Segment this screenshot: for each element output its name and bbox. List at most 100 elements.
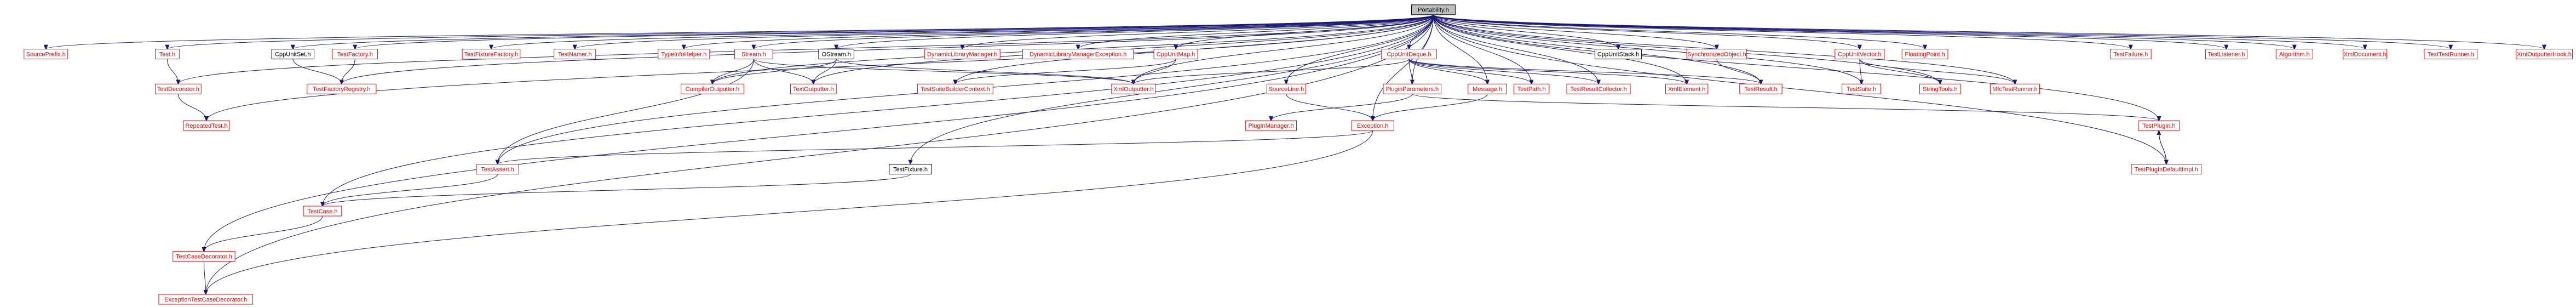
node-box: [1411, 4, 1456, 15]
node-label: TestFixture.h: [893, 167, 928, 173]
node-testassert[interactable]: TestAssert.h: [476, 164, 519, 175]
edge-ostream-to-xmloutputter: [836, 59, 1136, 86]
node-testsuitebuildercontext[interactable]: TestSuiteBuilderContext.h: [917, 83, 993, 94]
node-xmldocument[interactable]: XmlDocument.h: [2343, 49, 2388, 60]
node-label: CppUnitStack.h: [1597, 52, 1639, 58]
node-cppunitvector[interactable]: CppUnitVector.h: [1835, 49, 1885, 60]
node-label: CppUnitDeque.h: [1387, 52, 1431, 58]
edge-portability-to-testplugindefaultimpl: [1433, 14, 2169, 166]
node-testfactoryregistry[interactable]: TestFactoryRegistry.h: [307, 83, 377, 94]
node-stream[interactable]: Stream.h: [734, 49, 773, 60]
node-label: MfcTestRunner.h: [1992, 86, 2038, 93]
edge-testplugindefaultimpl-to-testplugin: [2157, 129, 2167, 164]
node-exception[interactable]: Exception.h: [1351, 120, 1394, 131]
edge-portability-to-testdecorator: [176, 14, 1434, 86]
node-xmlelement[interactable]: XmlElement.h: [1665, 83, 1709, 94]
node-label: TestFailure.h: [2113, 52, 2148, 58]
node-box: [1901, 49, 1948, 60]
node-box: [307, 83, 377, 94]
edge-exception-to-exceptiontestcasedecorator: [203, 130, 1373, 295]
edge-portability-to-testfixturefactory: [489, 14, 1434, 50]
node-box: [917, 83, 993, 94]
node-testlistener[interactable]: TestListener.h: [2205, 49, 2247, 60]
node-xmloutputter[interactable]: XmlOutputter.h: [1111, 83, 1156, 94]
node-label: TestPath.h: [1517, 86, 1546, 93]
edge-message-to-exception: [1370, 94, 1488, 122]
edge-portability-to-testcase: [320, 14, 1434, 207]
node-algorithm[interactable]: Algorithm.h: [2275, 49, 2313, 60]
node-label: CompilerOutputter.h: [686, 86, 739, 93]
node-xmloutputterhook[interactable]: XmlOutputterHook.h: [2515, 49, 2573, 60]
node-typeinfohelper[interactable]: TypeInfoHelper.h: [658, 49, 710, 60]
node-label: TestFactory.h: [337, 52, 373, 58]
node-repeatedtest[interactable]: RepeatedTest.h: [183, 120, 230, 131]
node-testsuite[interactable]: TestSuite.h: [1842, 83, 1882, 94]
edges-layer: [44, 14, 2546, 295]
node-testresult[interactable]: TestResult.h: [1739, 83, 1783, 94]
node-testfactory[interactable]: TestFactory.h: [332, 49, 378, 60]
node-message[interactable]: Message.h: [1468, 83, 1508, 94]
node-dlmexception[interactable]: DynamicLibraryManagerException.h: [1022, 49, 1134, 60]
node-box: [24, 49, 68, 60]
node-textoutputter[interactable]: TextOutputter.h: [790, 83, 837, 94]
node-sourceline[interactable]: SourceLine.h: [1266, 83, 1306, 94]
node-box: [1381, 49, 1437, 60]
node-testnamer[interactable]: TestNamer.h: [554, 49, 596, 60]
node-label: Message.h: [1473, 86, 1502, 93]
node-box: [271, 49, 315, 60]
edge-stream-to-xmloutputter: [753, 59, 1136, 86]
node-testdecorator[interactable]: TestDecorator.h: [155, 83, 202, 94]
node-box: [554, 49, 596, 60]
node-testfixturefactory[interactable]: TestFixtureFactory.h: [462, 49, 521, 60]
node-box: [1686, 49, 1747, 60]
node-pluginparameters[interactable]: PluginParameters.h: [1383, 83, 1442, 94]
node-testresultcollector[interactable]: TestResultCollector.h: [1566, 83, 1631, 94]
node-box: [1835, 49, 1885, 60]
node-exceptiontestcasedecorator[interactable]: ExceptionTestCaseDecorator.h: [158, 294, 253, 305]
edge-cppunitdeque-to-xmlelement: [1408, 59, 1689, 86]
node-label: TestListener.h: [2207, 52, 2245, 58]
node-box: [1842, 83, 1882, 94]
node-box: [790, 83, 837, 94]
node-box: [1739, 83, 1783, 94]
node-box: [1566, 83, 1631, 94]
node-test[interactable]: Test.h: [155, 49, 180, 60]
node-dlmanager[interactable]: DynamicLibraryManager.h: [924, 49, 1001, 60]
node-cppunitdeque[interactable]: CppUnitDeque.h: [1381, 49, 1437, 60]
edge-testcasedecorator-to-exceptiontestcasedecorator: [203, 261, 208, 295]
root-node: Portability.h: [1411, 4, 1456, 15]
node-testcasedecorator[interactable]: TestCaseDecorator.h: [173, 251, 235, 262]
node-pluginmanager[interactable]: PlugInManager.h: [1245, 120, 1297, 131]
node-box: [1111, 83, 1156, 94]
node-floatingpoint[interactable]: FloatingPoint.h: [1901, 49, 1948, 60]
node-box: [889, 164, 932, 175]
node-sourceprefix[interactable]: SourcePrefix.h: [24, 49, 68, 60]
node-box: [681, 83, 744, 94]
node-label: PlugInManager.h: [1248, 123, 1293, 129]
node-box: [1513, 83, 1550, 94]
node-mfctestrunner[interactable]: MfcTestRunner.h: [1990, 83, 2040, 94]
node-label: RepeatedTest.h: [185, 123, 227, 129]
edge-cppunitdeque-to-testresult: [1408, 59, 1763, 86]
node-testplugin[interactable]: TestPlugIn.h: [2138, 120, 2180, 131]
node-texttestrunner[interactable]: TextTestRunner.h: [2424, 49, 2478, 60]
node-label: TestResultCollector.h: [1570, 86, 1626, 93]
node-testpath[interactable]: TestPath.h: [1513, 83, 1550, 94]
node-box: [1245, 120, 1297, 131]
edge-portability-to-texttestrunner: [1433, 14, 2453, 50]
node-label: Stream.h: [741, 52, 766, 58]
node-label: TypeInfoHelper.h: [661, 52, 706, 58]
node-testcase[interactable]: TestCase.h: [303, 206, 342, 217]
node-cppunitmap[interactable]: CppUnitMap.h: [1153, 49, 1198, 60]
node-label: TestSuite.h: [1847, 86, 1876, 93]
node-testplugindefaultimpl[interactable]: TestPlugInDefaultImpl.h: [2131, 164, 2202, 175]
node-label: TestFixtureFactory.h: [464, 52, 519, 58]
edge-testdecorator-to-repeatedtest: [177, 94, 209, 122]
node-stringtools[interactable]: StringTools.h: [1919, 83, 1961, 94]
node-label: SynchronizedObject.h: [1687, 52, 1746, 58]
node-testfailure[interactable]: TestFailure.h: [2109, 49, 2152, 60]
node-compileroutputter[interactable]: CompilerOutputter.h: [681, 83, 744, 94]
node-syncobject[interactable]: SynchronizedObject.h: [1686, 49, 1747, 60]
